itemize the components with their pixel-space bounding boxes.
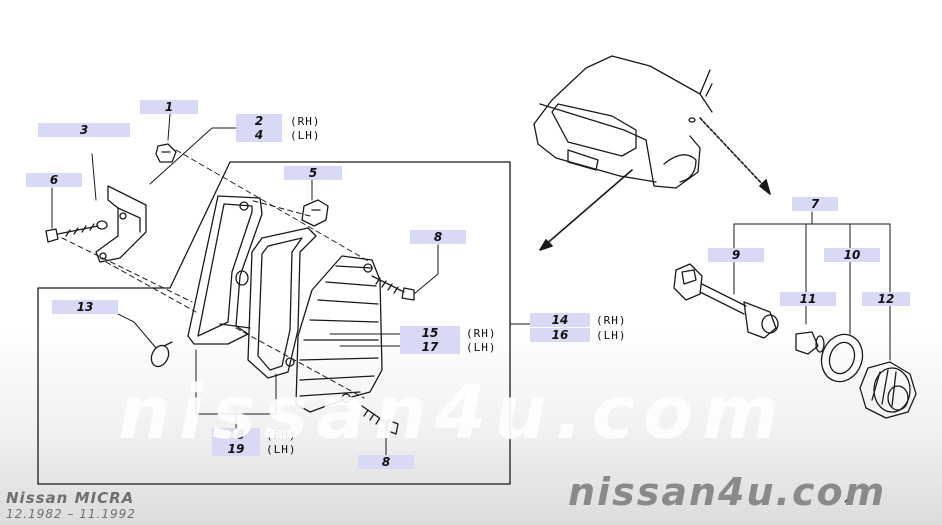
callout-16[interactable]: 16 [530,328,590,342]
lamp-gasket [247,227,317,379]
callout-2[interactable]: 2 [236,114,282,128]
model-title: Nissan MICRA [6,489,135,507]
side-rh-2: (RH) [290,115,321,128]
callout-1[interactable]: 1 [140,100,198,114]
screw-part-6 [45,220,108,243]
side-lh-19: (LH) [266,443,297,456]
watermark-center: nissan4u.com [118,370,787,456]
callout-7[interactable]: 7 [792,197,838,211]
callout-12[interactable]: 12 [862,292,910,306]
callout-6[interactable]: 6 [26,173,82,187]
callout-17[interactable]: 17 [400,340,460,354]
clip-part-1 [155,143,177,163]
side-rh-15: (RH) [466,327,497,340]
side-lh-4: (LH) [290,129,321,142]
callout-3[interactable]: 3 [38,123,130,137]
side-rh-18: (RH) [266,429,297,442]
bulb-part-13 [150,341,173,368]
lamp-housing [187,195,263,345]
connector-part-9 [673,263,779,339]
callout-19[interactable]: 19 [212,442,260,456]
pointer-arrow-front [539,169,633,251]
callout-13[interactable]: 13 [52,300,118,314]
screw-part-8-lower [361,405,399,435]
side-rh-14: (RH) [596,314,627,327]
callout-5[interactable]: 5 [284,166,342,180]
side-lh-16: (LH) [596,329,627,342]
pointer-arrow-side [699,117,771,195]
bracket-part [95,185,147,263]
watermark-corner: nissan4u.com [568,470,887,514]
bulb-part-11 [795,331,825,355]
assembly-frame [37,161,511,485]
ring-part-10 [820,333,864,383]
callout-11[interactable]: 11 [780,292,836,306]
callout-18[interactable]: 18 [212,428,260,442]
model-years: 12.1982 – 11.1992 [6,507,136,521]
side-lh-17: (LH) [466,341,497,354]
callout-4[interactable]: 4 [236,128,282,142]
lens-part-12 [859,361,917,419]
lamp-lens [295,255,383,413]
clip-part-5 [301,199,329,227]
callout-9[interactable]: 9 [708,248,764,262]
car-outline [533,55,713,189]
callout-10[interactable]: 10 [824,248,880,262]
callout-8-lower[interactable]: 8 [358,455,414,469]
callout-14[interactable]: 14 [530,313,590,327]
screw-part-8-upper [371,275,415,301]
callout-8-upper[interactable]: 8 [410,230,466,244]
callout-15[interactable]: 15 [400,326,460,340]
